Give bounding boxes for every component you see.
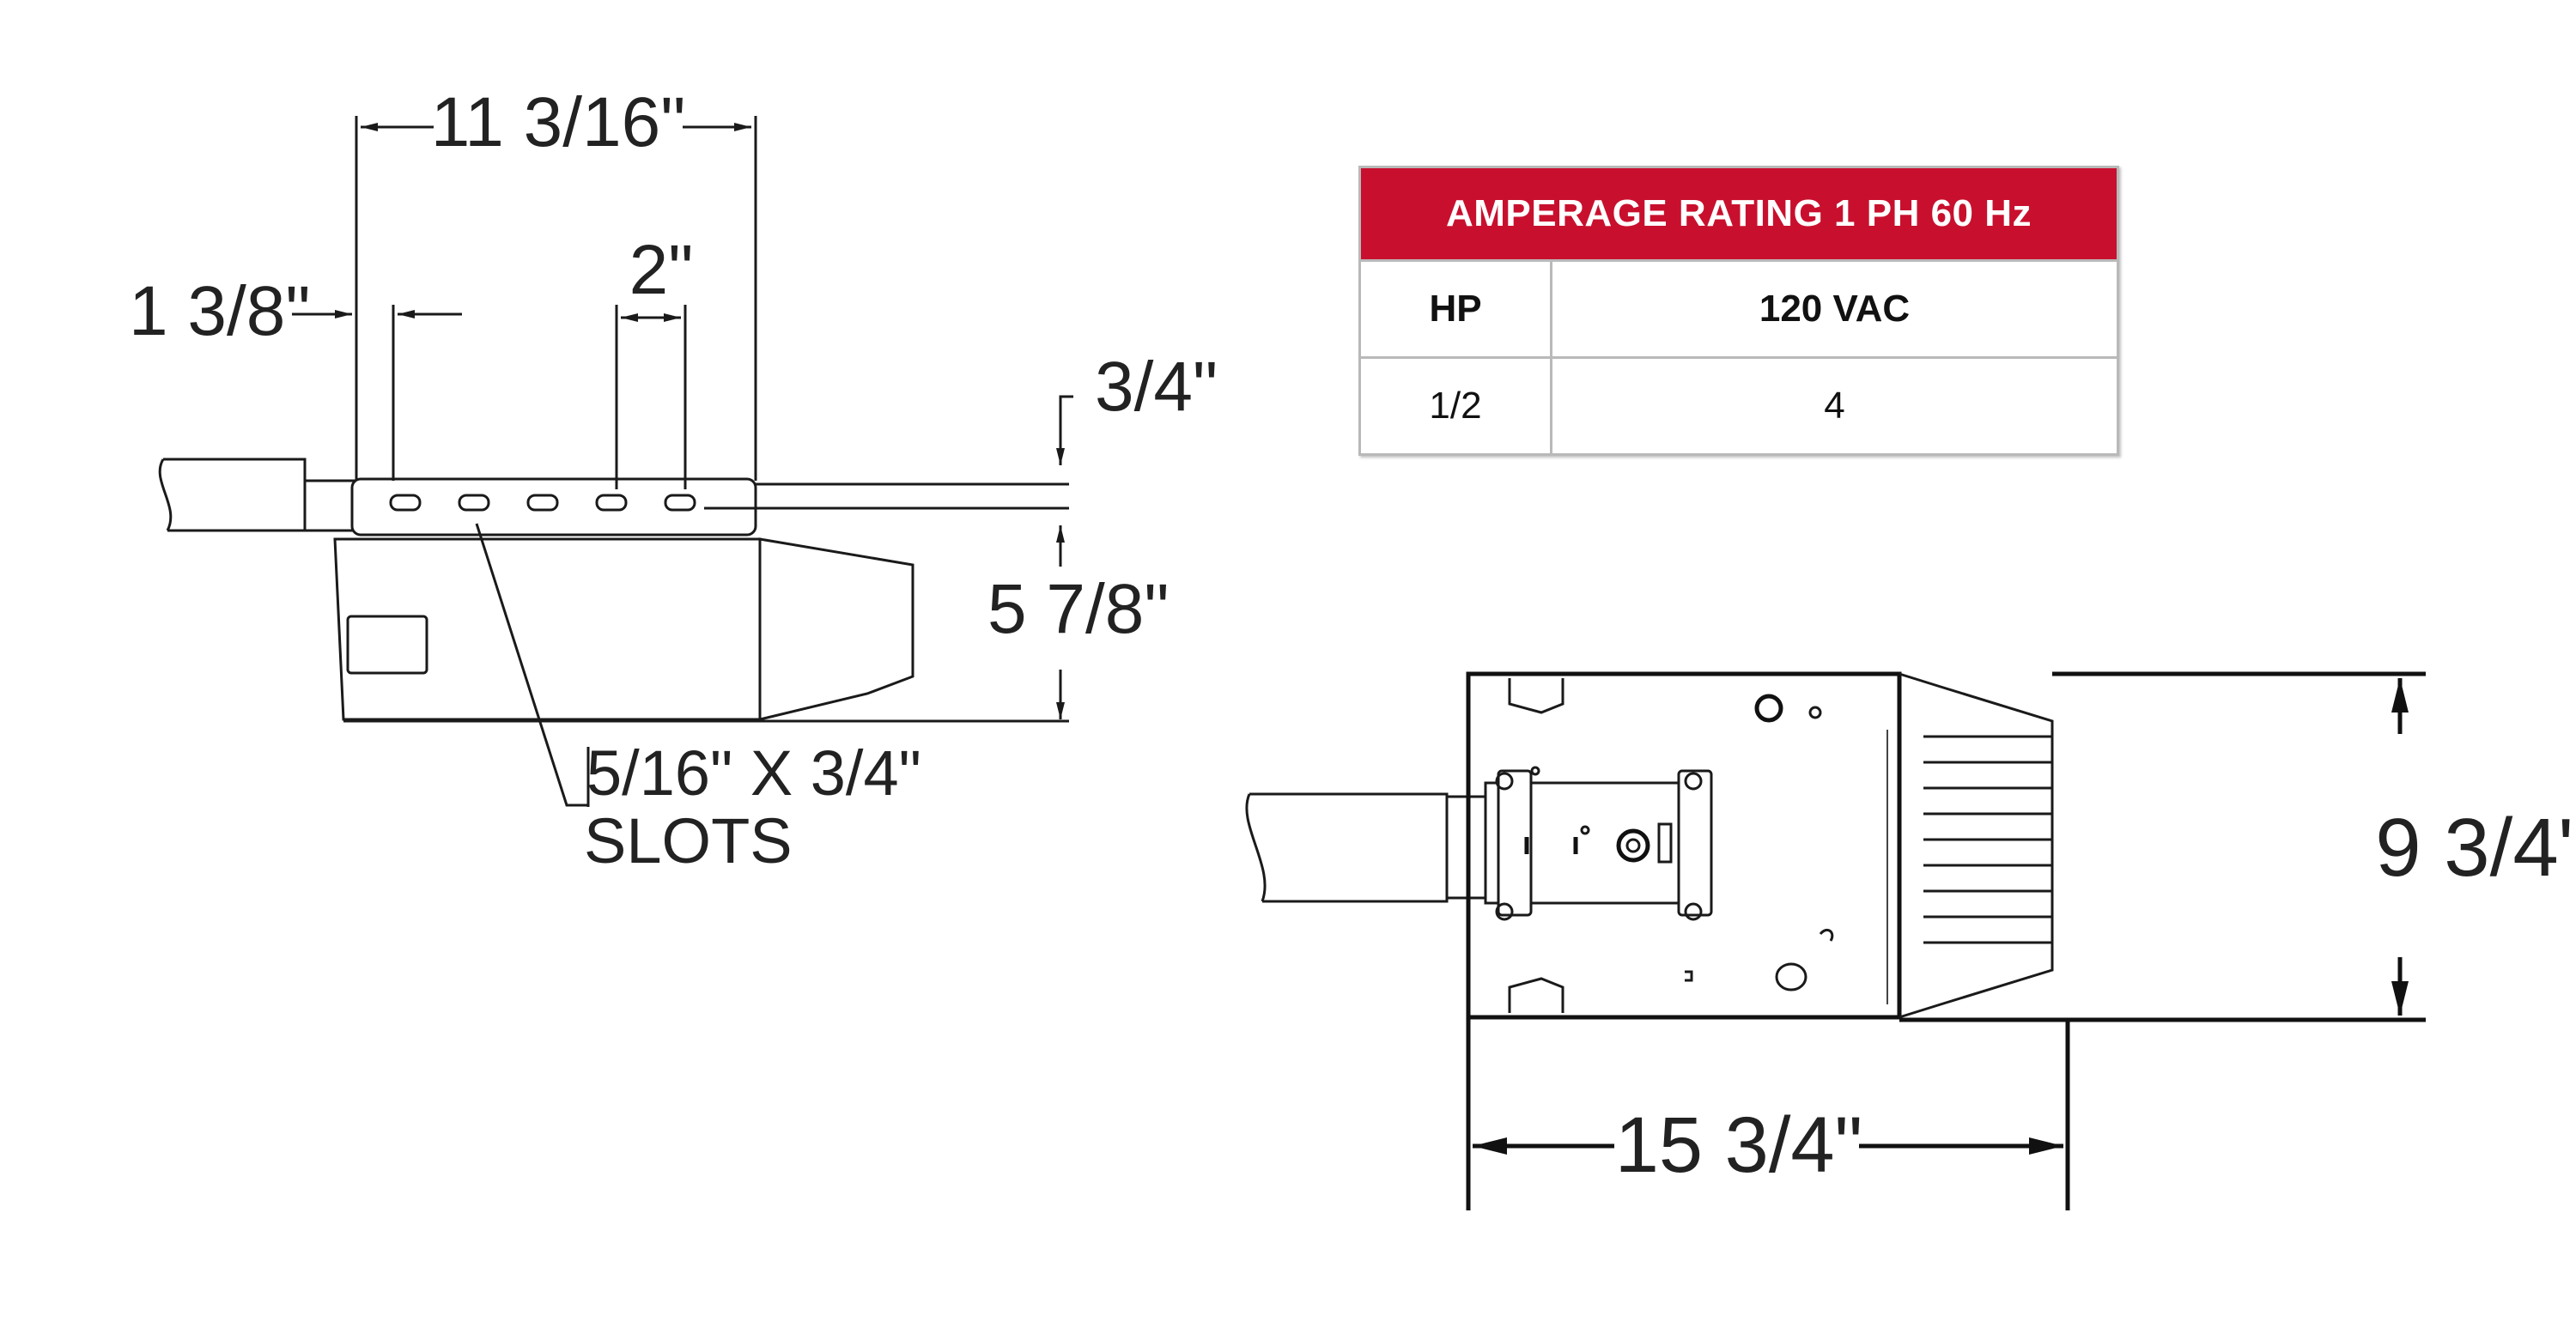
table-row: 1/2 4	[1361, 356, 2117, 453]
column-header-hp: HP	[1361, 262, 1552, 356]
side-view: 11 3/16" 1 3/8" 2" 3/4" 5 7/8" 5/16" X 3…	[129, 83, 1218, 876]
top-light-cover	[1899, 672, 2054, 1019]
dim-housing-height: 5 7/8"	[987, 570, 1170, 648]
side-rail-tube	[158, 458, 307, 532]
dim-slot-spacing: 2"	[629, 231, 694, 309]
side-mounting-plate	[350, 477, 757, 537]
dim-width: 15 3/4"	[1615, 1101, 1862, 1189]
dim-depth: 9 3/4"	[2375, 802, 2576, 894]
top-view: 9 3/4" 15 3/4"	[1245, 671, 2576, 1210]
cell-amps: 4	[1824, 385, 1845, 427]
side-rail-collar	[303, 479, 358, 532]
amperage-table: AMPERAGE RATING 1 PH 60 Hz HP 120 VAC 1/…	[1358, 166, 2119, 456]
cell-hp: 1/2	[1361, 359, 1552, 453]
mounting-slots	[389, 494, 696, 512]
side-motor-housing	[333, 537, 762, 721]
amperage-table-title: AMPERAGE RATING 1 PH 60 Hz	[1361, 168, 2117, 259]
cover-fins	[1923, 735, 2052, 944]
slot-callout-label: SLOTS	[584, 805, 793, 876]
amperage-table-header-row: HP 120 VAC	[1361, 259, 2117, 356]
dim-first-slot-offset: 1 3/8"	[129, 272, 311, 350]
side-housing-nose	[758, 537, 914, 721]
dim-overall-length: 11 3/16"	[431, 83, 686, 161]
dim-rail-height: 3/4"	[1095, 348, 1218, 426]
top-rail-tube	[1245, 792, 1449, 903]
column-header-voltage: 120 VAC	[1759, 288, 1911, 330]
side-light-lens	[346, 615, 428, 675]
slot-callout-size: 5/16" X 3/4"	[586, 737, 921, 809]
